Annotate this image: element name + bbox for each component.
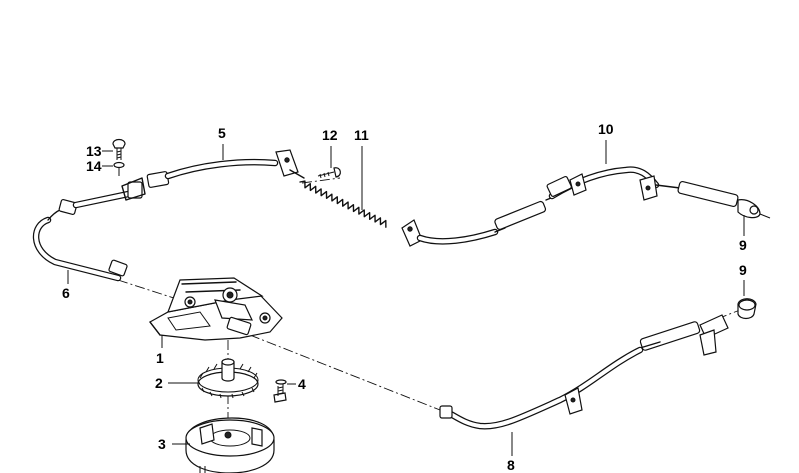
callout-13: 13 — [86, 143, 102, 159]
callout-12: 12 — [322, 127, 338, 143]
callout-11: 11 — [354, 127, 369, 143]
washer-14 — [113, 161, 125, 169]
callout-9a: 9 — [739, 237, 747, 253]
cable-6 — [32, 177, 146, 282]
callout-4: 4 — [298, 376, 306, 392]
cable-8 — [439, 314, 729, 430]
callout-2: 2 — [155, 375, 163, 391]
leader-lines — [67, 140, 745, 456]
gear-2 — [197, 358, 259, 399]
base-plate-3 — [185, 417, 275, 473]
callout-1: 1 — [156, 350, 164, 366]
callout-14: 14 — [86, 158, 102, 174]
callout-9b: 9 — [739, 262, 747, 278]
callout-6: 6 — [62, 285, 70, 301]
cable-5 — [146, 149, 305, 188]
callout-5: 5 — [218, 125, 226, 141]
callout-3: 3 — [158, 436, 166, 452]
callouts: 1 2 3 4 5 6 8 9 9 10 11 12 13 14 — [62, 121, 747, 473]
screw-12 — [317, 167, 341, 179]
callout-10: 10 — [598, 121, 614, 137]
bracket-1 — [149, 277, 283, 341]
sleeve-9 — [737, 298, 757, 320]
callout-8: 8 — [507, 457, 515, 473]
bolt-13 — [112, 138, 126, 160]
cable-10 — [401, 166, 771, 247]
bolt-4 — [273, 379, 287, 403]
spring-11 — [299, 180, 387, 228]
